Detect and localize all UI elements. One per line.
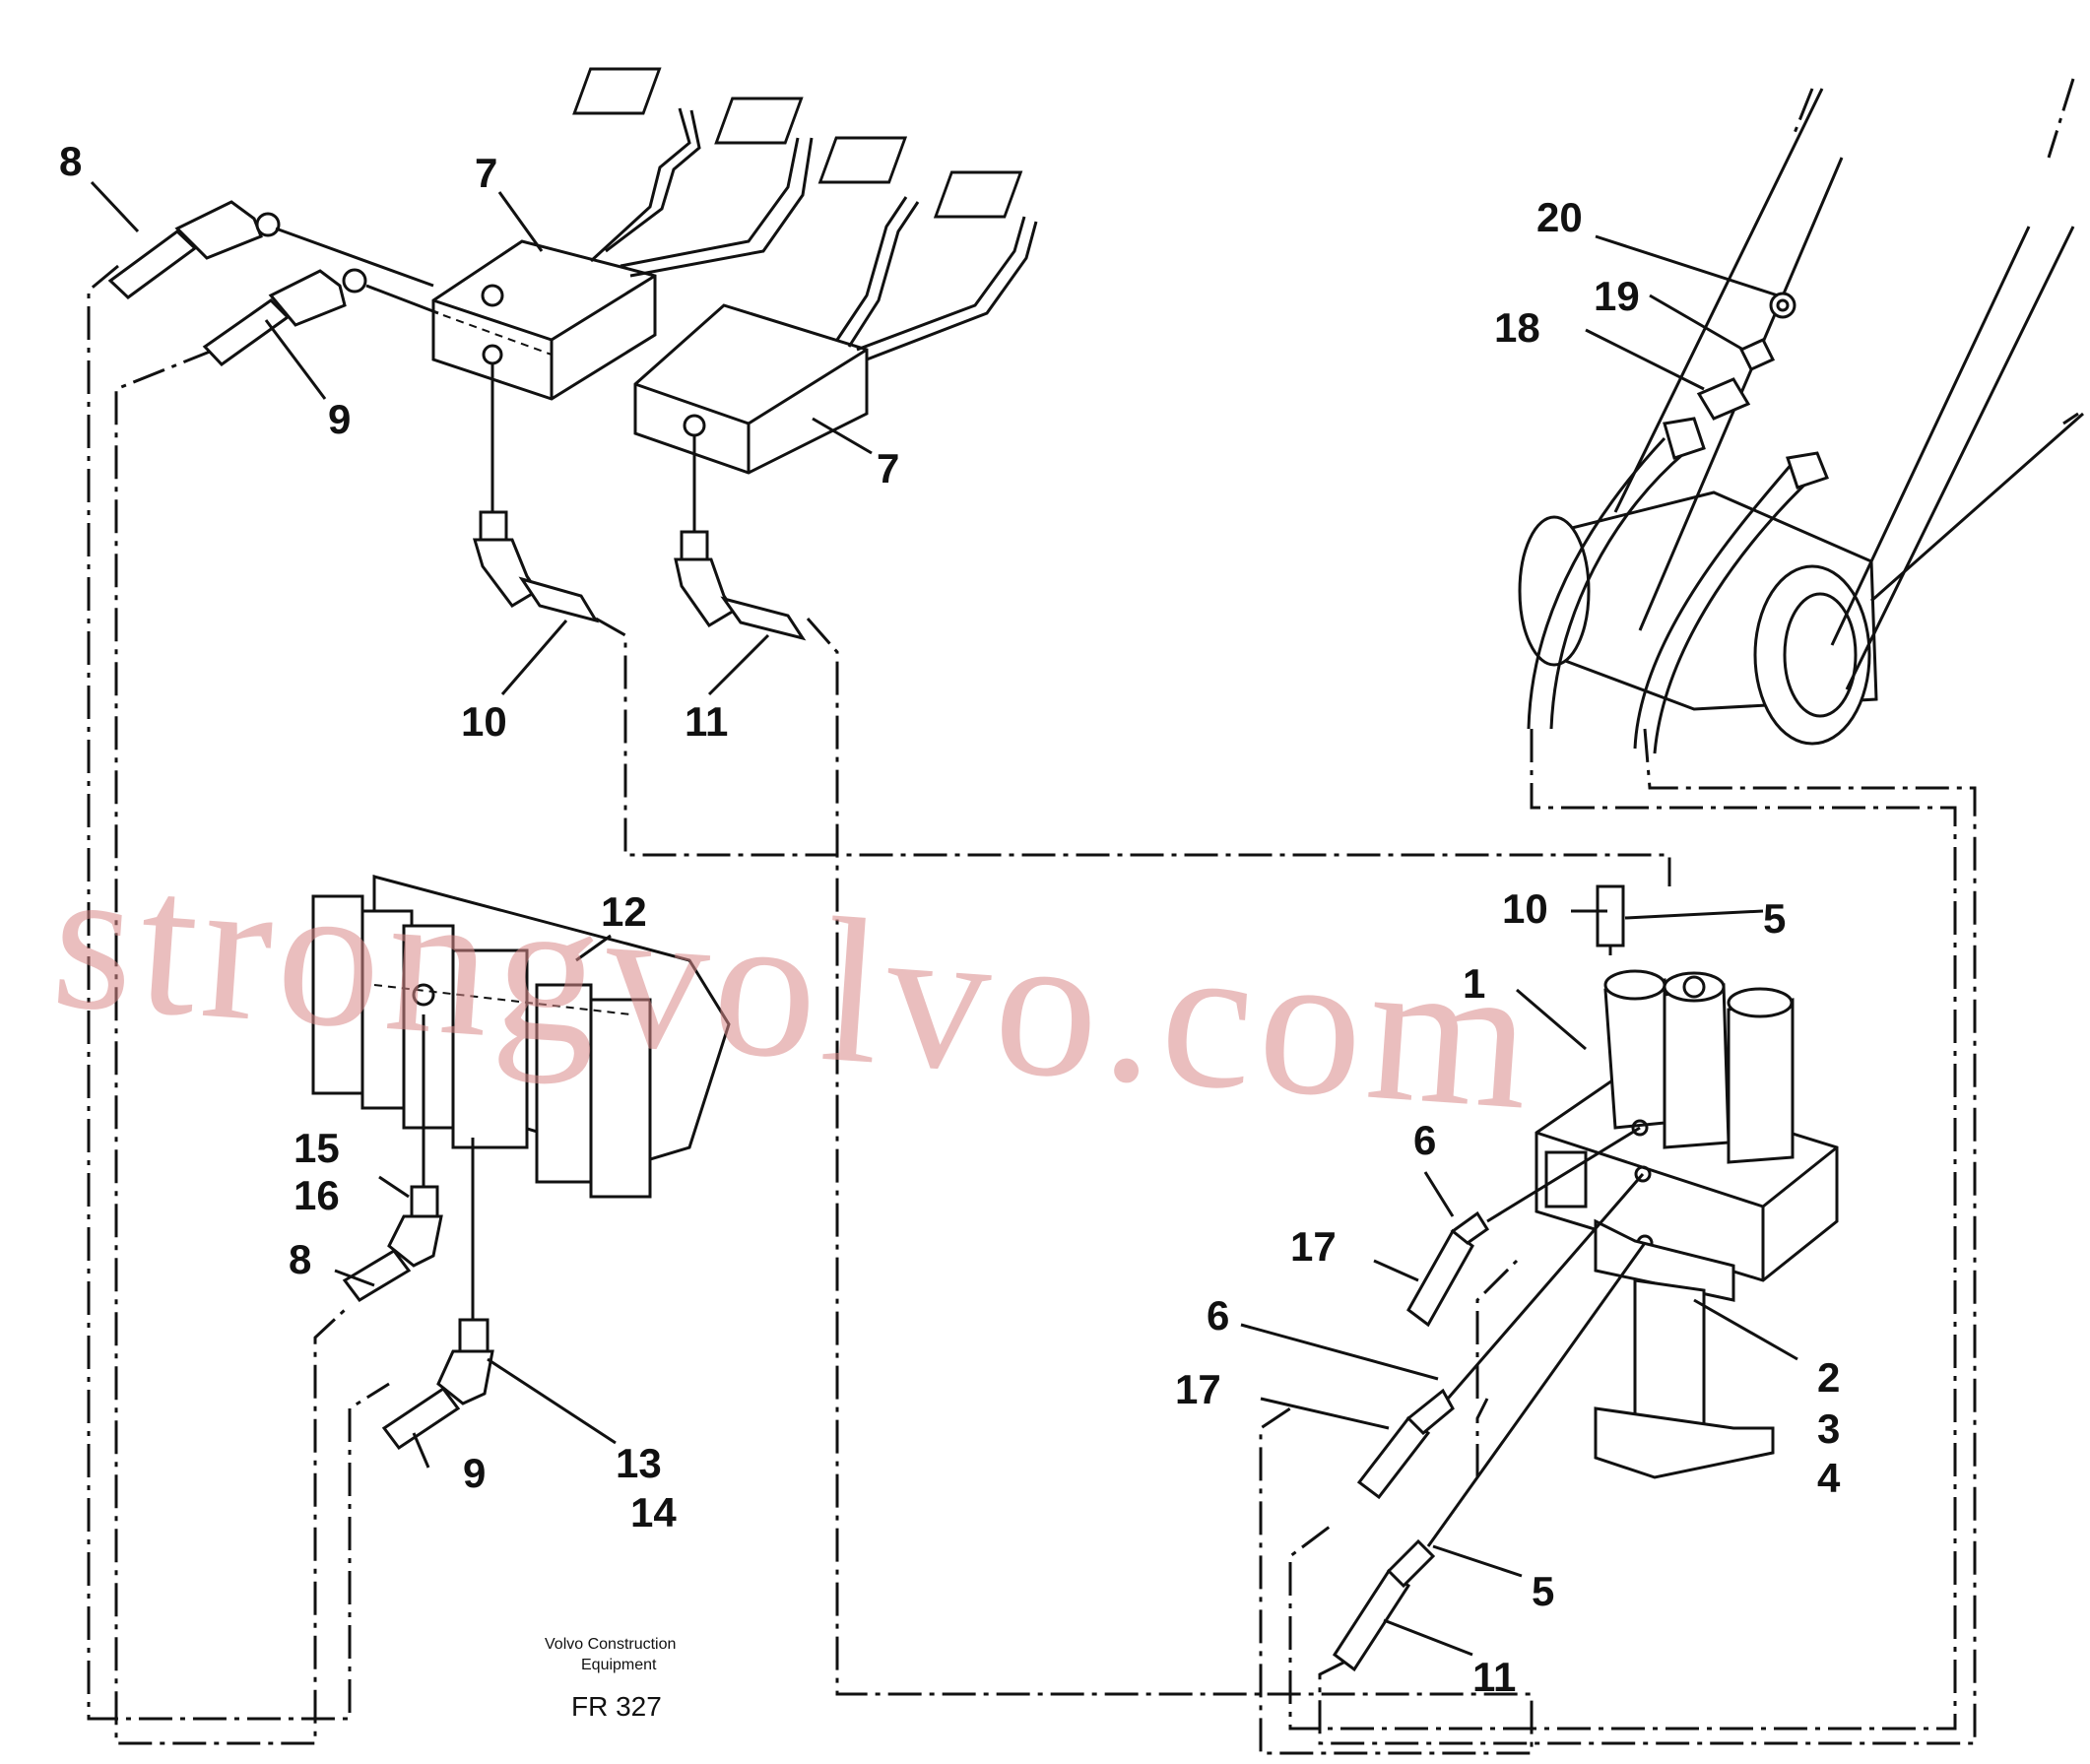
label-11-bottom: 11 [1472,1654,1516,1700]
label-1: 1 [1463,960,1485,1007]
label-7-left: 7 [475,150,497,196]
item-labels: 8 7 9 7 10 11 20 19 18 12 10 5 1 15 16 8… [59,138,1841,1700]
hose-11-top [674,435,807,641]
hose-9-top [202,268,439,366]
hose-10-top [472,364,600,623]
watermark-text: strongvolvo.com [46,821,1543,1153]
label-11-top: 11 [685,698,728,745]
label-15: 15 [294,1125,340,1171]
main-control-valve [1535,884,1839,1479]
caption-line-1: Volvo Construction [545,1636,676,1653]
label-19: 19 [1594,273,1640,319]
label-4: 4 [1817,1455,1841,1501]
label-8-top: 8 [59,138,82,184]
label-18: 18 [1494,304,1540,351]
diagram-caption: Volvo Construction Equipment FR 327 [545,1636,676,1722]
boom-cylinder [1518,88,2084,754]
valve-block-12 [311,875,731,1199]
label-17-bottom: 17 [1175,1366,1221,1412]
label-5-bottom: 5 [1532,1568,1554,1614]
label-12: 12 [601,888,647,935]
label-2: 2 [1817,1354,1840,1401]
pedal-valve-left [431,67,814,401]
label-16: 16 [294,1172,340,1218]
label-9-bottom: 9 [463,1450,486,1496]
valve-hoses [1332,1126,1647,1672]
label-9-top: 9 [328,396,351,442]
label-10-right: 10 [1502,885,1548,932]
hose-lower-left [342,1014,494,1451]
label-10-top: 10 [461,698,507,745]
label-3: 3 [1817,1405,1840,1452]
label-6-bottom: 6 [1207,1292,1229,1339]
label-17-top: 17 [1290,1223,1337,1270]
label-13: 13 [616,1440,662,1486]
label-20: 20 [1536,194,1583,240]
label-7-right: 7 [877,445,899,491]
hose-routing-lines [87,78,2079,1755]
label-6-top: 6 [1413,1117,1436,1163]
caption-line-2: Equipment [581,1657,657,1673]
label-5-top: 5 [1763,895,1786,942]
label-14: 14 [630,1489,677,1535]
pedal-valve-right [633,136,1038,475]
leader-lines [90,180,1798,1657]
label-8-bottom: 8 [289,1236,311,1282]
drawing-code: FR 327 [571,1691,662,1722]
hose-8-top [107,200,434,299]
